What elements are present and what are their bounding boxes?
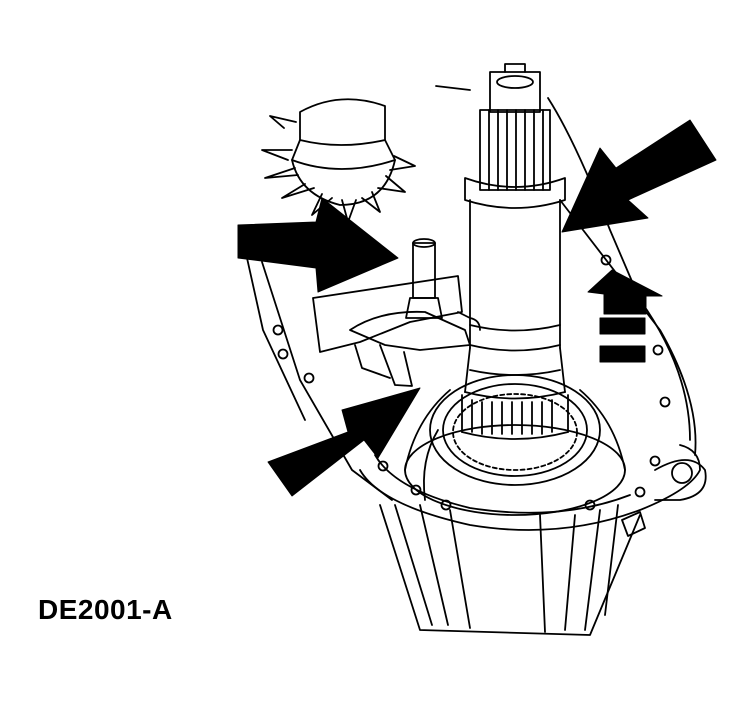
pump-gear: [261, 98, 416, 223]
arrow-output-shaft: [561, 119, 717, 233]
arrow-lift-direction: [587, 269, 663, 315]
callout-arrows: [237, 119, 717, 497]
figure-id-label: DE2001-A: [38, 594, 173, 625]
output-shaft: [461, 63, 569, 440]
bearing-rings: [404, 374, 626, 516]
case-housing: [242, 85, 697, 636]
mounting-flange: [272, 254, 707, 537]
direction-bar-upper: [599, 317, 646, 335]
arrow-shift-rail: [237, 197, 399, 293]
arrow-shift-fork: [267, 387, 421, 497]
direction-bar-lower: [599, 345, 646, 363]
shift-fork: [312, 238, 481, 387]
